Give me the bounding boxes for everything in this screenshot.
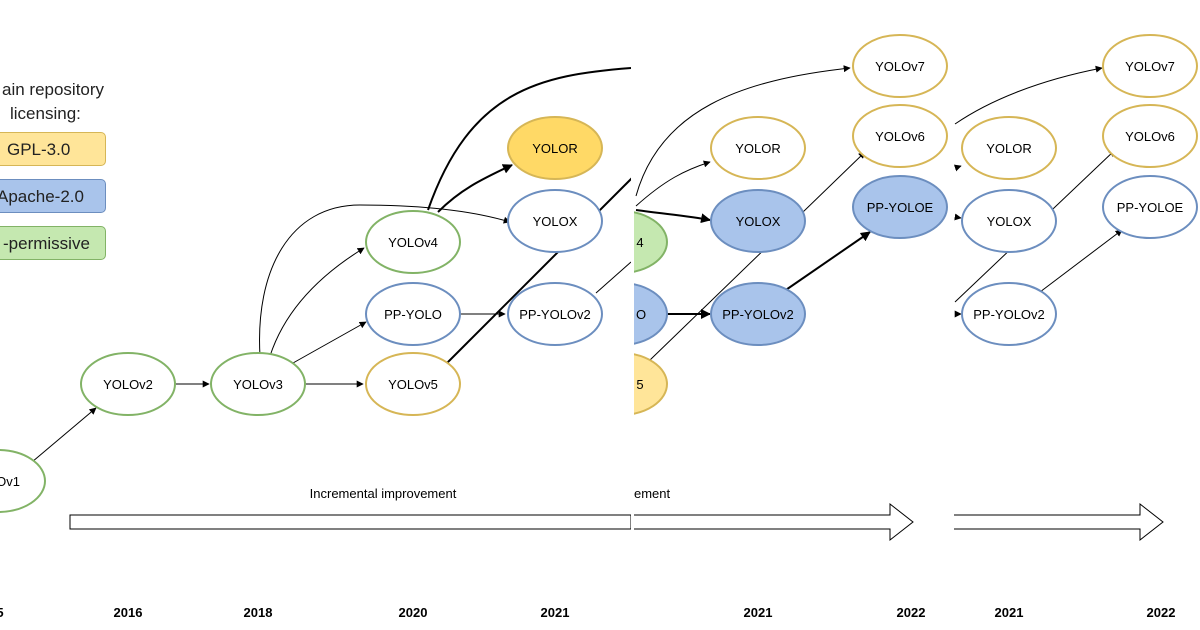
svg-text:PP-YOLOv2: PP-YOLOv2 — [519, 307, 591, 322]
svg-text:PP-YOLOv2: PP-YOLOv2 — [973, 307, 1045, 322]
edge-p3-ppyolov2-ppyoloe — [1039, 229, 1123, 293]
node-yolov5: YOLOv5 — [365, 352, 461, 416]
svg-text:YOLOX: YOLOX — [987, 214, 1032, 229]
svg-text:YOLOv2: YOLOv2 — [103, 377, 153, 392]
edge-yolov4-yolor — [437, 164, 513, 213]
node-p2-yolov4-partial: 4 — [633, 211, 668, 273]
node-p2-yolov6: YOLOv6 — [852, 104, 948, 168]
svg-text:YOLOv3: YOLOv3 — [233, 377, 283, 392]
improvement-arrow-3 — [954, 502, 1164, 542]
svg-text:YOLOv6: YOLOv6 — [1125, 129, 1175, 144]
edge-p3-yolox — [954, 213, 962, 221]
year-axis: 5 2016 2018 2020 2021 2021 2022 2021 202… — [0, 605, 1175, 620]
svg-text:YOLOX: YOLOX — [736, 214, 781, 229]
node-p3-yolov7: YOLOv7 — [1102, 34, 1198, 98]
node-yolox: YOLOX — [507, 189, 603, 253]
svg-text:YOLOR: YOLOR — [986, 141, 1032, 156]
svg-text:PP-YOLOE: PP-YOLOE — [867, 200, 934, 215]
node-p2-yolor: YOLOR — [710, 116, 806, 180]
svg-text:YOLOv6: YOLOv6 — [875, 129, 925, 144]
legend-item-apache: Apache-2.0 — [0, 179, 106, 213]
node-p3-yolox: YOLOX — [961, 189, 1057, 253]
year-label: 2016 — [114, 605, 143, 620]
node-p3-pp-yoloe: PP-YOLOE — [1102, 175, 1198, 239]
node-yolor: YOLOR — [507, 116, 603, 180]
legend-label: GPL-3.0 — [7, 140, 71, 159]
svg-text:YOLOv5: YOLOv5 — [388, 377, 438, 392]
svg-text:YOLOv7: YOLOv7 — [1125, 59, 1175, 74]
panel-gap — [631, 0, 634, 630]
legend-title-line-2: licensing: — [10, 104, 81, 123]
edge-yolov3-ppyolo — [292, 321, 367, 364]
improvement-arrow-2: ement — [634, 486, 914, 542]
svg-text:YOLOv7: YOLOv7 — [875, 59, 925, 74]
svg-text:5: 5 — [636, 377, 643, 392]
year-label: 2020 — [399, 605, 428, 620]
node-p2-yolox: YOLOX — [710, 189, 806, 253]
node-pp-yolov2: PP-YOLOv2 — [507, 282, 603, 346]
node-p3-pp-yolov2: PP-YOLOv2 — [961, 282, 1057, 346]
edges-panel-2 — [635, 65, 871, 361]
improvement-label-1: Incremental improvement — [310, 486, 457, 501]
node-p2-yolov7: YOLOv7 — [852, 34, 948, 98]
edge-p2-yolor — [635, 160, 711, 207]
node-p3-yolov6: YOLOv6 — [1102, 104, 1198, 168]
legend-item-gpl: GPL-3.0 — [0, 132, 106, 166]
svg-text:O: O — [636, 307, 646, 322]
legend-label: Apache-2.0 — [0, 187, 84, 206]
year-label: 2022 — [897, 605, 926, 620]
edge-p3-yolor — [953, 164, 962, 172]
svg-text:PP-YOLOE: PP-YOLOE — [1117, 200, 1184, 215]
year-label: 2018 — [244, 605, 273, 620]
edge-p2-yolov7 — [635, 65, 851, 197]
year-label: 5 — [0, 605, 4, 620]
node-p3-yolor: YOLOR — [961, 116, 1057, 180]
edge-yolov3-yolov4 — [269, 247, 365, 357]
legend-item-permissive: -permissive — [0, 226, 106, 260]
svg-text:YOLOR: YOLOR — [735, 141, 781, 156]
year-label: 2021 — [541, 605, 570, 620]
year-label: 2021 — [995, 605, 1024, 620]
edge-p2-yolox — [635, 209, 711, 224]
edge-yolov1-yolov2 — [31, 407, 97, 463]
svg-text:Ov1: Ov1 — [0, 474, 20, 489]
legend-label: -permissive — [3, 234, 90, 253]
node-yolov3: YOLOv3 — [210, 352, 306, 416]
edges-panel-3 — [953, 65, 1123, 318]
edge-p2-ppyolov2-ppyoloe — [779, 231, 871, 295]
panel-2: 4 O 5 YOLOR YOLOX PP-YOLOv2 — [633, 116, 806, 415]
edge-ppyolov2-offpanel — [595, 261, 632, 294]
svg-text:4: 4 — [636, 235, 643, 250]
svg-text:YOLOv4: YOLOv4 — [388, 235, 438, 250]
node-pp-yolo: PP-YOLO — [365, 282, 461, 346]
svg-text:YOLOR: YOLOR — [532, 141, 578, 156]
year-label: 2022 — [1147, 605, 1176, 620]
svg-text:PP-YOLO: PP-YOLO — [384, 307, 442, 322]
year-label: 2021 — [744, 605, 773, 620]
node-yolov4: YOLOv4 — [365, 210, 461, 274]
node-p2-pp-yoloe: PP-YOLOE — [852, 175, 948, 239]
improvement-label-2: ement — [634, 486, 671, 501]
svg-text:PP-YOLOv2: PP-YOLOv2 — [722, 307, 794, 322]
edge-p2-yolov5-yolov6 — [649, 151, 866, 361]
edge-yolov3-yolox — [259, 204, 511, 357]
edge-yolov3-yolov7 — [427, 67, 632, 211]
legend-title-line-1: ain repository — [2, 80, 105, 99]
node-yolov1: Ov1 — [0, 449, 46, 513]
edge-p3-yolov7 — [954, 65, 1103, 125]
node-p2-pp-yolov2: PP-YOLOv2 — [710, 282, 806, 346]
node-p2-yolov5-partial: 5 — [633, 353, 668, 415]
svg-text:YOLOX: YOLOX — [533, 214, 578, 229]
improvement-arrow-1: Incremental improvement — [69, 486, 632, 530]
node-p2-ppyolo-partial: O — [633, 283, 668, 345]
node-yolov2: YOLOv2 — [80, 352, 176, 416]
